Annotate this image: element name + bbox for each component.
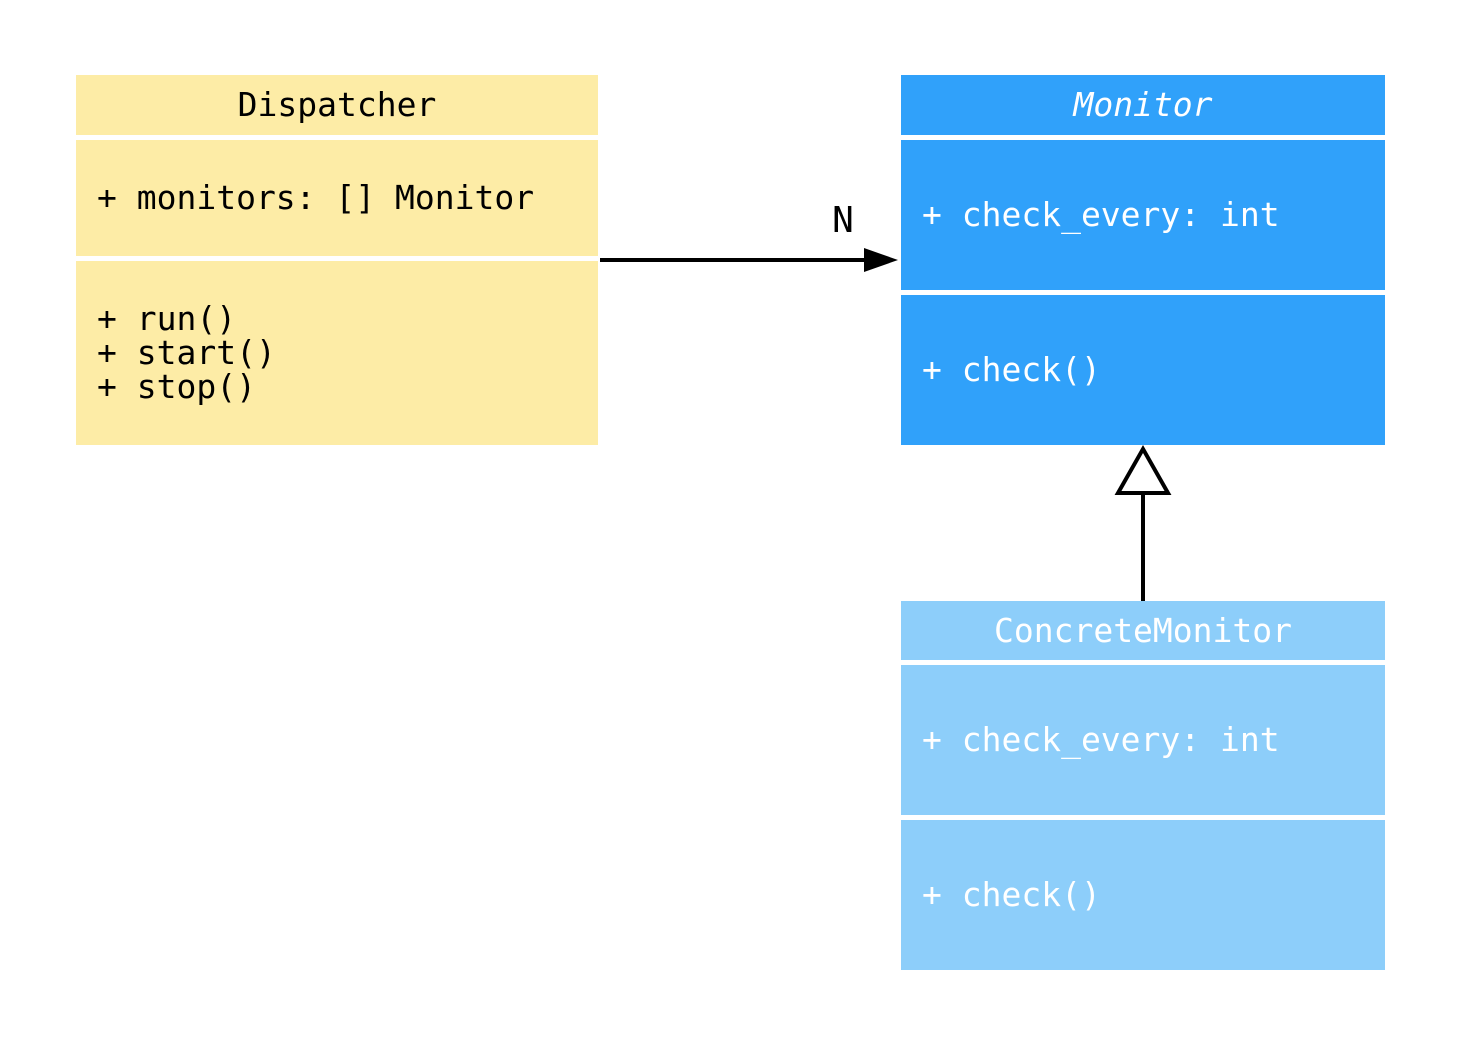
inheritance-triangle-icon <box>1114 444 1172 495</box>
class-attribute: + monitors: [] Monitor <box>97 178 535 217</box>
class-title-section: Monitor <box>901 75 1385 135</box>
association-multiplicity-label: N <box>832 200 854 241</box>
class-attributes-section: + check_every: int <box>901 140 1385 290</box>
class-title-section: ConcreteMonitor <box>901 601 1385 660</box>
class-method: + check() <box>922 350 1101 389</box>
class-box-monitor: Monitor + check_every: int + check() <box>901 75 1385 445</box>
class-attributes-section: + monitors: [] Monitor <box>76 140 598 256</box>
class-attributes-section: + check_every: int <box>901 665 1385 815</box>
class-title-section: Dispatcher <box>76 75 598 135</box>
class-methods-section: + run() + start() + stop() <box>76 261 598 445</box>
association-arrowhead-icon <box>864 248 898 272</box>
class-name: ConcreteMonitor <box>993 610 1292 650</box>
class-methods-section: + check() <box>901 295 1385 445</box>
class-name: Monitor <box>1073 85 1213 124</box>
class-method: + run() <box>97 299 237 338</box>
class-attribute: + check_every: int <box>922 720 1280 759</box>
class-box-concrete-monitor: ConcreteMonitor + check_every: int + che… <box>901 601 1385 970</box>
class-method: + stop() <box>97 367 256 406</box>
class-method: + start() <box>97 333 276 372</box>
class-method: + check() <box>922 875 1101 914</box>
class-methods-section: + check() <box>901 820 1385 970</box>
class-name: Dispatcher <box>237 85 437 124</box>
class-box-dispatcher: Dispatcher + monitors: [] Monitor + run(… <box>76 75 598 445</box>
class-attribute: + check_every: int <box>922 195 1280 234</box>
